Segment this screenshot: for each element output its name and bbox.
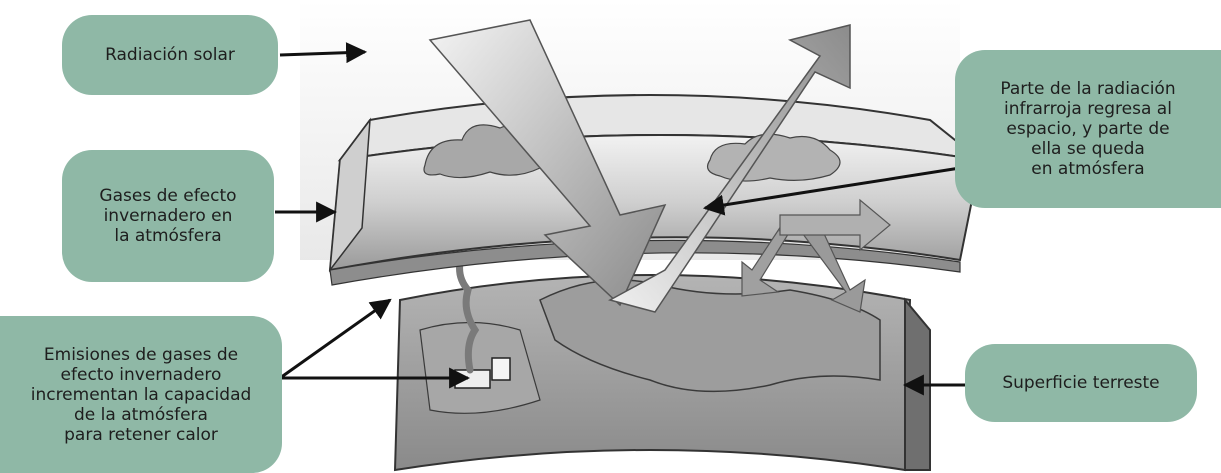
earth-surface-label: Superficie terreste [1002,373,1159,393]
infrared-return-label: Parte de la radiación infrarroja regresa… [1000,79,1175,179]
callout-infrared-return: Parte de la radiación infrarroja regresa… [955,50,1221,208]
greenhouse-gases-label: Gases de efecto invernadero en la atmósf… [99,186,236,246]
emissions-label: Emisiones de gases de efecto invernadero… [31,345,252,445]
callout-greenhouse-gases: Gases de efecto invernadero en la atmósf… [62,150,274,282]
callout-emissions: Emisiones de gases de efecto invernadero… [0,316,282,473]
solar-radiation-label: Radiación solar [105,45,235,65]
pointer-emissions-up [280,300,390,378]
land-mass-left [420,323,540,414]
callout-earth-surface: Superficie terreste [965,344,1197,422]
factory-tank [492,358,510,380]
callout-solar-radiation: Radiación solar [62,15,278,95]
